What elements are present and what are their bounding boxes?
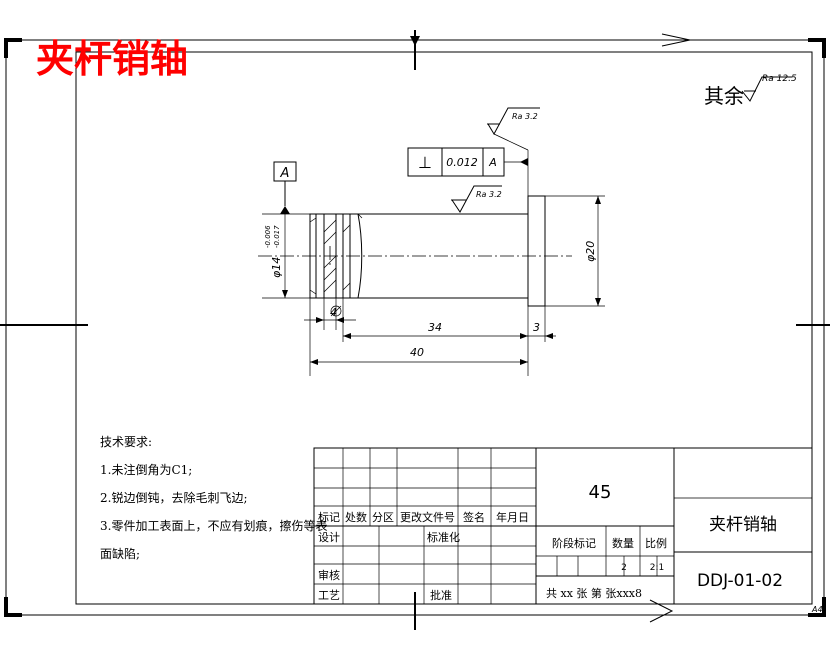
tb-review: 审核 — [318, 568, 340, 582]
tb-drawing-no: DDJ-01-02 — [697, 571, 783, 591]
corner-marks — [4, 38, 826, 617]
tech-req-title: 技术要求: — [100, 435, 152, 449]
tb-header-date: 年月日 — [496, 510, 529, 524]
datum-label: A — [280, 166, 290, 181]
roughness-top: Ra 3.2 — [487, 107, 540, 196]
centering-marks — [0, 30, 830, 630]
tech-req-item: 2.锐边倒钝，去除毛刺飞边; — [100, 490, 248, 505]
tb-scale-label: 比例 — [645, 536, 667, 550]
roughness-side: Ra 3.2 — [451, 185, 502, 213]
tb-process: 工艺 — [318, 589, 340, 602]
tech-req-item: 面缺陷; — [100, 546, 140, 561]
dim-length-34: 34 — [428, 321, 442, 334]
dim-dia-large: φ20 — [584, 241, 597, 262]
tb-approve: 批准 — [430, 588, 452, 602]
tb-header-doc: 更改文件号 — [400, 510, 455, 524]
tb-standard: 标准化 — [427, 530, 460, 544]
tb-stage: 阶段标记 — [552, 536, 596, 550]
tolerance-datum: A — [488, 156, 497, 169]
tolerance-frame: ⊥ 0.012 A — [407, 147, 528, 177]
tb-sheet-info: 共 xx 张 第 张xxx8 — [546, 586, 642, 600]
sheet-size: A4 — [811, 605, 823, 614]
title-block: 标记 处数 分区 更改文件号 签名 年月日 设计 标准化 审核 工艺 批准 45… — [313, 447, 813, 605]
dim-length-3: 3 — [533, 321, 540, 334]
tb-header-sign: 签名 — [463, 510, 485, 524]
tech-requirements: 技术要求: 1.未注倒角为C1; 2.锐边倒钝，去除毛刺飞边; 3.零件加工表面… — [100, 435, 327, 561]
roughness-default-prefix: 其余 — [704, 84, 744, 108]
tb-scale: 2:1 — [650, 563, 664, 573]
tech-req-item: 1.未注倒角为C1; — [100, 462, 192, 477]
dim-tol-lower: -0.017 — [273, 225, 281, 248]
tb-header-zone: 分区 — [372, 511, 394, 524]
tb-qty: 2 — [621, 563, 627, 573]
header-title: 夹杆销轴 — [36, 37, 188, 81]
groove-dia-symbol — [330, 305, 342, 317]
tech-req-item: 3.零件加工表面上，不应有划痕，擦伤等表 — [100, 518, 327, 533]
roughness-default: 其余 Ra 12.5 — [704, 74, 797, 108]
roughness-default-value: Ra 12.5 — [762, 74, 797, 84]
head-flange — [527, 195, 546, 307]
dim-tol-upper: -0.006 — [264, 225, 272, 248]
tb-design: 设计 — [318, 531, 340, 544]
tolerance-symbol: ⊥ — [418, 153, 432, 172]
roughness-top-value: Ra 3.2 — [512, 112, 538, 121]
part-view: A φ14 -0.006 -0.017 φ20 4 — [258, 107, 605, 376]
tb-qty-label: 数量 — [612, 537, 634, 550]
tb-header-mark: 标记 — [318, 510, 340, 524]
tb-header-count: 处数 — [345, 511, 367, 524]
dim-length-40: 40 — [410, 346, 424, 359]
roughness-side-value: Ra 3.2 — [476, 190, 502, 199]
groove-hatch — [323, 219, 351, 293]
tolerance-value: 0.012 — [446, 156, 478, 169]
tb-material: 45 — [589, 482, 612, 503]
dim-dia-small: φ14 — [270, 257, 283, 278]
dim-groove: 4 — [330, 306, 337, 319]
tb-part-name: 夹杆销轴 — [709, 515, 777, 535]
